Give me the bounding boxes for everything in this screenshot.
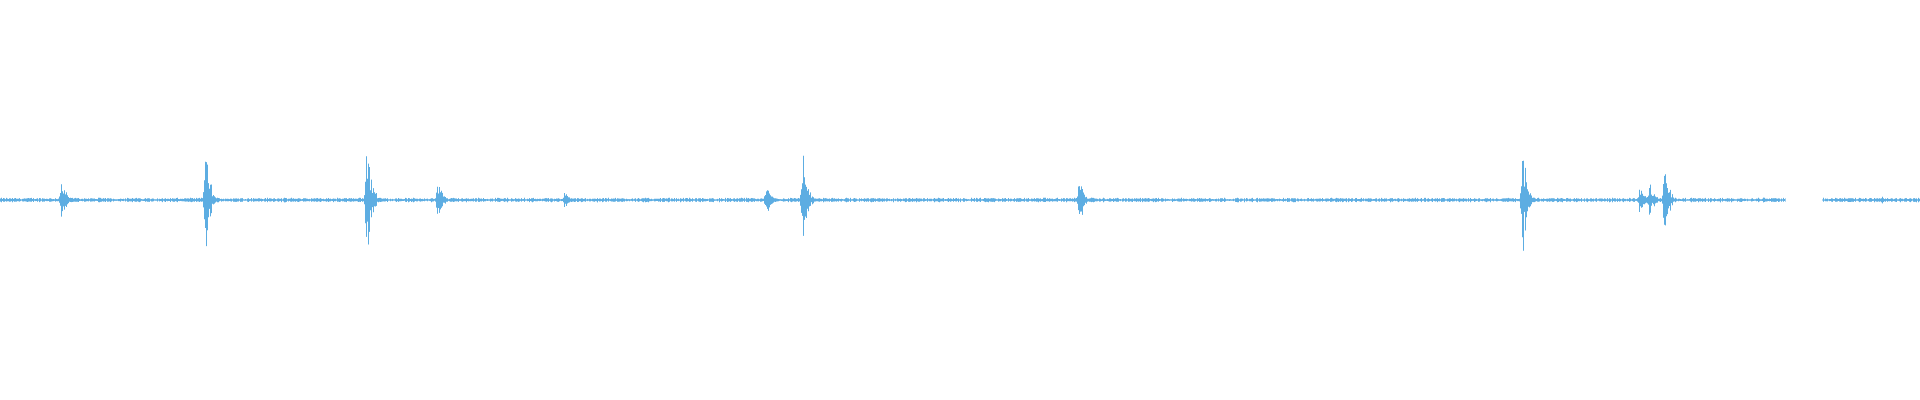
waveform-sample-path [0, 155, 1920, 251]
waveform-samples [0, 155, 1920, 251]
silent-gap-0 [1785, 198, 1823, 202]
